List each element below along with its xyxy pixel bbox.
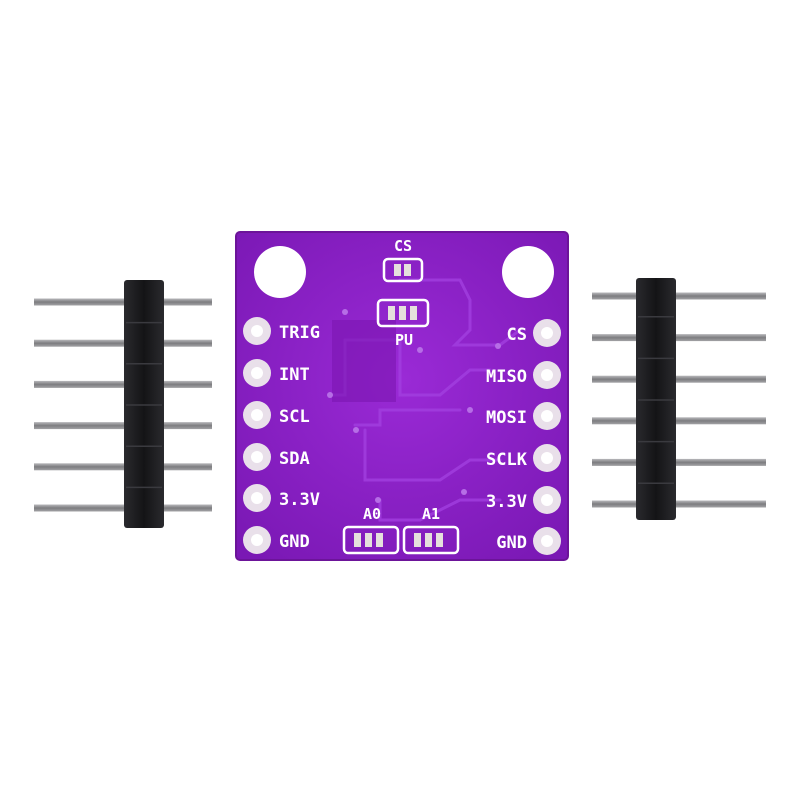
cs-jumper: [382, 257, 424, 283]
right-header-pin: [592, 417, 766, 425]
left-pin-label-3v3: 3.3V: [279, 490, 320, 510]
left-header-pin: [34, 380, 212, 388]
sensor-footprint: [332, 320, 396, 402]
left-header-pin: [34, 422, 212, 430]
left-pin-labels: TRIG INT SCL SDA 3.3V GND: [279, 323, 320, 552]
pu-jumper: [376, 298, 430, 328]
a0-jumper: [342, 525, 400, 555]
a1-jumper-label: A1: [422, 505, 440, 523]
right-pad-1: [533, 319, 561, 347]
left-header-pin: [34, 504, 212, 512]
right-pin-label-cs: CS: [507, 325, 527, 345]
mounting-hole-right: [502, 246, 554, 298]
right-pin-pads: [533, 319, 561, 555]
left-pad-1: [243, 317, 271, 345]
left-pad-2: [243, 359, 271, 387]
right-header-pin: [592, 500, 766, 508]
right-pad-2: [533, 361, 561, 389]
right-header-pin: [592, 375, 766, 383]
right-pin-label-miso: MISO: [486, 367, 527, 387]
left-pin-label-sda: SDA: [279, 449, 310, 469]
right-pin-label-sclk: SCLK: [486, 450, 528, 470]
left-header-plastic: [124, 280, 164, 528]
left-pad-3: [243, 401, 271, 429]
right-header-pin: [592, 292, 766, 300]
pu-jumper-label: PU: [395, 331, 413, 349]
left-pin-label-scl: SCL: [279, 407, 310, 427]
a0-jumper-label: A0: [363, 505, 381, 523]
vias: [327, 309, 501, 503]
pcb-board: CS PU A0 A1: [235, 231, 569, 561]
right-pad-4: [533, 444, 561, 472]
right-pad-5: [533, 486, 561, 514]
left-header-pin: [34, 298, 212, 306]
right-header-plastic: [636, 278, 676, 520]
a1-jumper: [402, 525, 460, 555]
left-header-pin: [34, 463, 212, 471]
right-pad-6: [533, 527, 561, 555]
left-pin-pads: [243, 317, 271, 554]
right-header-pin: [592, 458, 766, 466]
right-pin-header: [592, 278, 766, 520]
left-pin-header: [34, 280, 212, 528]
left-pin-label-int: INT: [279, 365, 310, 385]
left-header-pin: [34, 339, 212, 347]
left-pad-4: [243, 443, 271, 471]
mounting-hole-left: [254, 246, 306, 298]
left-pad-5: [243, 484, 271, 512]
cs-jumper-label: CS: [394, 237, 412, 255]
right-header-pin: [592, 334, 766, 342]
right-pin-label-3v3: 3.3V: [486, 492, 527, 512]
right-pin-labels: CS MISO MOSI SCLK 3.3V GND: [486, 325, 528, 553]
left-pad-6: [243, 526, 271, 554]
right-pad-3: [533, 402, 561, 430]
left-pin-label-trig: TRIG: [279, 323, 320, 343]
right-pin-label-mosi: MOSI: [486, 408, 527, 428]
left-pin-label-gnd: GND: [279, 532, 310, 552]
right-pin-label-gnd: GND: [496, 533, 527, 553]
